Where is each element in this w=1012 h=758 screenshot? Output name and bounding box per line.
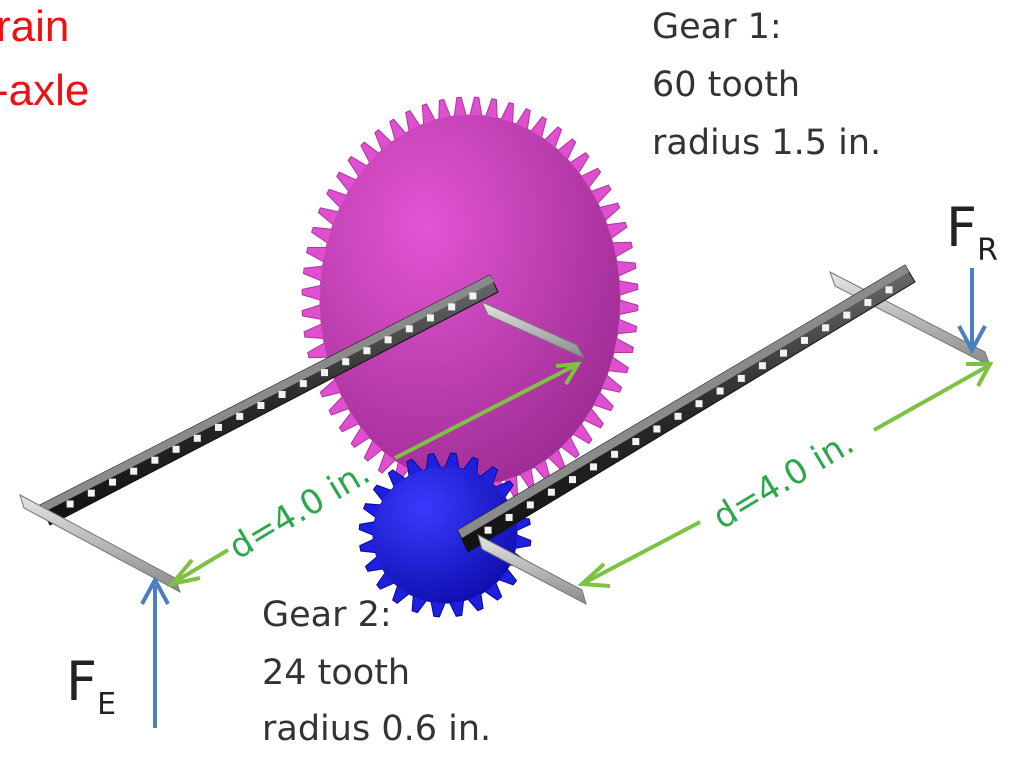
bar-hole: [569, 476, 576, 484]
bar-hole: [278, 391, 286, 398]
bar-hole: [448, 303, 456, 311]
right-bar-top: [458, 265, 909, 538]
bar-hole: [215, 423, 222, 431]
dimension-right: d=4.0 in.: [577, 362, 994, 588]
dimension-left-arrowhead-lower: [166, 558, 201, 588]
bar-hole: [822, 324, 830, 332]
bar-hole: [257, 402, 265, 409]
bar-hole: [469, 292, 477, 300]
right-bar-holes: [484, 286, 893, 534]
dimension-right-arrowhead-lower: [577, 562, 611, 588]
title-line-2: -axle: [0, 66, 90, 115]
force-resistance-arrow: [957, 268, 987, 355]
bar-hole: [780, 349, 787, 357]
gear-2-teeth-label: 24 tooth: [262, 653, 411, 693]
bar-hole: [526, 501, 534, 509]
force-effort-arrow: [140, 575, 170, 728]
bar-hole: [321, 369, 328, 377]
dimension-left-line-lower: [176, 548, 230, 582]
resistance-arrowhead: [957, 325, 987, 355]
bar-hole: [758, 362, 766, 370]
bar-hole: [151, 456, 159, 464]
effort-arrowhead: [140, 575, 170, 605]
right-bar-assembly: [457, 264, 991, 605]
gear-2-face: [373, 467, 517, 603]
bar-hole: [653, 425, 661, 433]
dimension-right-label: d=4.0 in.: [706, 423, 861, 538]
title-line-1: rain: [0, 2, 70, 51]
force-effort-label: FE: [66, 650, 116, 722]
bar-hole: [342, 358, 350, 366]
left-bar-assembly: [19, 274, 586, 594]
gear-1-name: Gear 1:: [652, 7, 782, 47]
gear-2-radius-label: radius 0.6 in.: [262, 709, 492, 749]
force-effort-subscript: E: [97, 687, 117, 722]
bar-hole: [299, 380, 307, 388]
right-axle-front: [477, 534, 587, 605]
bar-hole: [484, 526, 492, 534]
bar-hole: [695, 400, 703, 408]
bar-hole: [236, 412, 244, 420]
force-resistance-letter: F: [946, 196, 978, 259]
bar-hole: [66, 500, 74, 508]
left-axle-front: [19, 493, 181, 594]
bar-hole: [384, 336, 392, 344]
bar-hole: [505, 514, 513, 521]
left-axle-back: [480, 300, 586, 360]
dimension-left-line-upper: [394, 364, 575, 460]
bar-hole: [87, 489, 95, 497]
force-resistance-label: FR: [946, 196, 998, 268]
bar-hole: [674, 412, 682, 420]
bar-hole: [864, 299, 872, 306]
left-bar-top: [40, 275, 494, 512]
dimension-right-arrowhead-upper: [966, 362, 994, 387]
bar-hole: [363, 347, 371, 355]
force-effort-letter: F: [66, 650, 98, 713]
bar-hole: [193, 434, 201, 442]
bar-hole: [737, 374, 745, 382]
dimension-right-line-upper: [873, 364, 989, 432]
bar-hole: [611, 450, 619, 458]
dimension-right-line-lower: [585, 520, 701, 584]
bar-hole: [427, 314, 434, 322]
dimension-left-arrowhead-upper: [555, 361, 582, 386]
left-bar-holes: [66, 292, 477, 508]
bar-hole: [590, 463, 597, 471]
dimension-left-label: d=4.0 in.: [222, 453, 377, 568]
gear-1-radius-label: radius 1.5 in.: [652, 123, 882, 163]
bar-hole: [547, 488, 555, 496]
bar-hole: [716, 387, 724, 395]
bar-hole: [801, 336, 808, 344]
gear-2: [358, 452, 532, 618]
bar-hole: [405, 325, 413, 333]
bar-hole: [172, 445, 180, 453]
force-resistance-subscript: R: [977, 233, 998, 268]
bar-hole: [843, 311, 851, 319]
bar-hole: [632, 438, 640, 446]
bar-hole: [885, 286, 893, 294]
gear-1-teeth-label: 60 tooth: [652, 65, 801, 105]
bar-hole: [130, 467, 138, 475]
bar-hole: [109, 478, 116, 486]
gear-2-name: Gear 2:: [262, 595, 392, 635]
